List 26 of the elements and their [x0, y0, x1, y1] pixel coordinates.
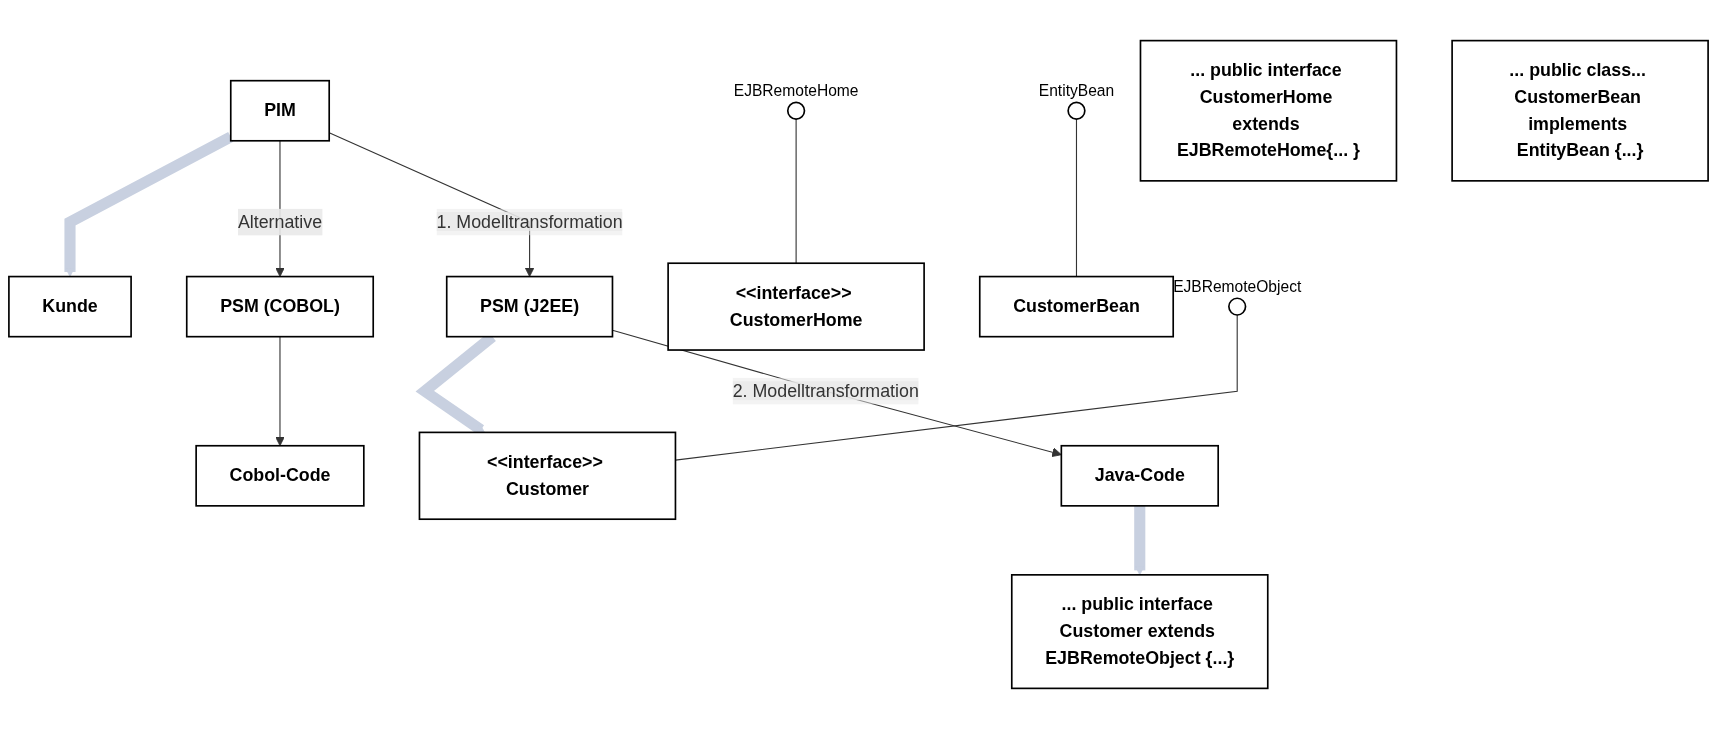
node-box: PSM (J2EE)	[445, 275, 614, 338]
node-box: Java-Code	[1060, 444, 1219, 507]
node-box: ... public interface CustomerHome extends EJBRemoteHome{... }	[1139, 39, 1398, 182]
node-box: PSM (COBOL)	[185, 275, 375, 338]
node-circle	[1228, 297, 1247, 316]
node-circle	[786, 101, 806, 120]
node-circle	[1067, 101, 1086, 120]
node-box: PIM	[229, 79, 331, 142]
connector	[795, 118, 797, 264]
node-box: Cobol-Code	[195, 444, 365, 507]
node-box: Kunde	[8, 275, 132, 338]
connector	[1075, 118, 1078, 278]
arrow	[1134, 505, 1146, 576]
interface-label: EJBRemoteObject	[1173, 277, 1302, 295]
arrow	[275, 336, 285, 447]
edge-label: 1. Modelltransformation	[436, 212, 623, 231]
edge-label: Alternative	[237, 212, 323, 231]
node-box: ... public class... CustomerBean implements EntityBean {...}	[1451, 39, 1709, 182]
node-box: <<interface>> CustomerHome	[667, 262, 925, 351]
node-box: CustomerBean	[978, 275, 1175, 338]
node-box: ... public interface Customer extends EJBRemoteObject {...}	[1010, 574, 1269, 690]
interface-label: EntityBean	[1038, 81, 1115, 99]
node-box: <<interface>> Customer	[418, 431, 677, 521]
edge-label: 2. Modelltransformation	[732, 381, 919, 401]
interface-label: EJBRemoteHome	[733, 81, 859, 99]
arrow	[64, 131, 234, 277]
